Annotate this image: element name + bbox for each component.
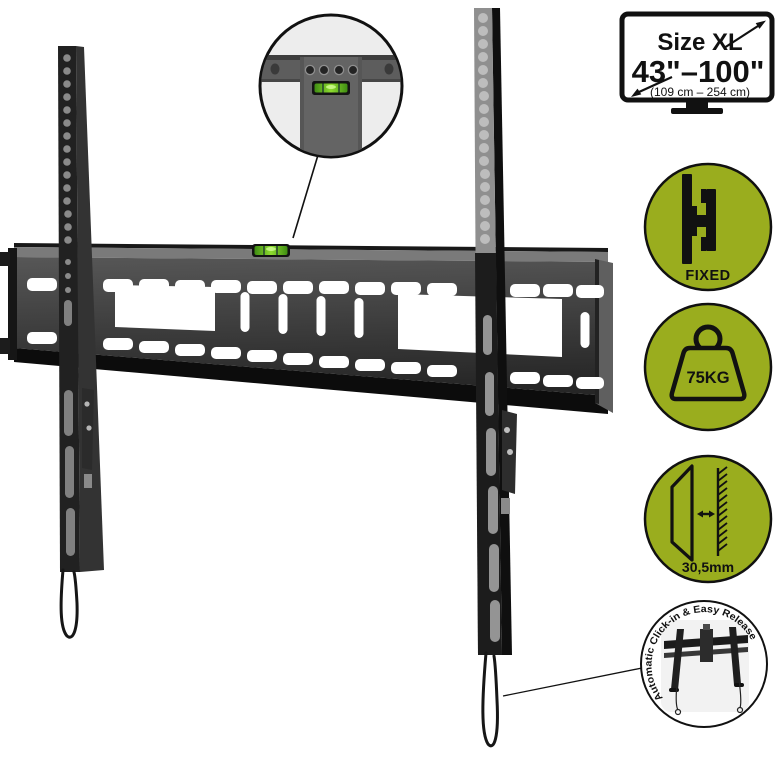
right-rail-side-wall xyxy=(492,8,512,655)
left-rail-hook-bracket xyxy=(82,388,94,488)
inset-leader-line xyxy=(292,154,319,239)
wall-plate xyxy=(0,243,613,414)
callout-leader-line xyxy=(502,667,643,697)
plate-top-lip xyxy=(14,243,608,252)
inset-screws xyxy=(304,64,359,76)
size-metric: (109 cm – 254 cm) xyxy=(650,85,750,99)
tv-diagonal-size-icon xyxy=(619,11,775,114)
right-rail-holes xyxy=(478,13,490,244)
max-weight-badge: 75KG xyxy=(643,302,773,432)
wall-distance-icon xyxy=(670,464,728,562)
plate-right-cap xyxy=(595,259,613,413)
fixed-badge: FIXED xyxy=(643,162,773,292)
wall-distance-badge: 30,5mm xyxy=(643,454,773,584)
bubble-level xyxy=(252,244,290,257)
plate-bottom-flange xyxy=(14,348,608,414)
fixed-badge-label: FIXED xyxy=(685,268,730,284)
plate-left-cap xyxy=(0,248,17,360)
right-rail-slots xyxy=(483,315,500,642)
max-weight-icon xyxy=(669,324,747,402)
right-pull-cord xyxy=(481,651,499,748)
left-rail-holes xyxy=(63,54,72,293)
size-title: Size XL xyxy=(657,29,742,56)
click-release-callout: Automatic Click-in & Easy Release xyxy=(640,600,768,728)
max-weight-label: 75KG xyxy=(686,369,729,387)
left-pull-cord xyxy=(59,568,79,639)
left-rail-slots xyxy=(64,300,75,556)
plate-bottom-slot-row xyxy=(27,332,604,389)
right-rail-hook-bracket xyxy=(501,410,517,514)
plate-cutouts xyxy=(115,285,590,357)
inset-bubble-level xyxy=(312,81,350,95)
fixed-mount-icon xyxy=(682,174,716,264)
size-range: 43"–100" xyxy=(632,54,765,89)
click-in-mount-icon xyxy=(661,620,749,716)
left-tv-rail xyxy=(58,46,104,639)
bubble-level-closeup-inset xyxy=(258,13,404,159)
wall-distance-label: 30,5mm xyxy=(682,559,734,575)
size-xl-badge: Size XL 43"–100" (109 cm – 254 cm) xyxy=(619,11,775,114)
inset-content xyxy=(261,55,401,156)
right-tv-rail xyxy=(474,8,517,748)
